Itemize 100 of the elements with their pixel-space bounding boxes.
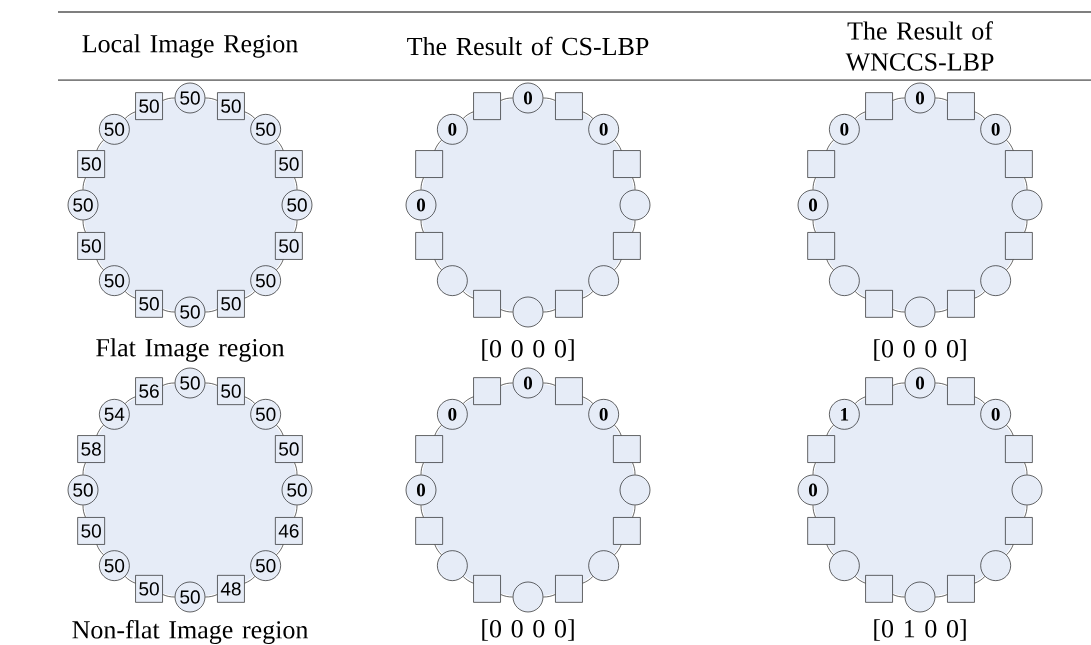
square-node	[865, 575, 893, 603]
connector-line	[294, 462, 298, 475]
connector-line	[124, 291, 136, 299]
connector-line	[434, 424, 442, 436]
circle-node: 50	[281, 189, 313, 221]
circle-node	[1011, 189, 1043, 221]
square-node: 50	[77, 150, 105, 178]
square-node	[473, 377, 501, 405]
circle-node: 0	[405, 189, 437, 221]
square-node	[555, 377, 583, 405]
circle-node	[512, 296, 544, 328]
connector-line	[582, 111, 594, 119]
connector-line	[462, 291, 474, 299]
connector-line	[543, 97, 556, 101]
square-node	[807, 435, 835, 463]
connector-line	[205, 97, 218, 101]
circle-node: 0	[512, 82, 544, 114]
square-node	[613, 150, 641, 178]
square-node	[555, 92, 583, 120]
connector-line	[420, 177, 424, 190]
connector-line	[826, 424, 834, 436]
connector-line	[1024, 177, 1028, 190]
square-node	[807, 232, 835, 260]
square-node	[415, 150, 443, 178]
connector-line	[614, 544, 622, 556]
caption-text: [0 0 0 0]	[482, 619, 574, 641]
circle-node	[588, 550, 619, 581]
square-node	[473, 575, 501, 603]
circle-node: 50	[250, 399, 281, 430]
connector-line	[96, 139, 104, 151]
circle-node: 50	[281, 474, 313, 506]
connector-line	[244, 291, 256, 299]
connector-line	[812, 220, 816, 233]
connector-line	[276, 424, 284, 436]
circle-node: 50	[99, 550, 130, 581]
connector-line	[543, 594, 556, 598]
circle-node: 0	[588, 114, 619, 145]
connector-line	[632, 462, 636, 475]
square-node	[1005, 517, 1033, 545]
square-node	[613, 232, 641, 260]
circle-node	[619, 474, 651, 506]
connector-line	[434, 544, 442, 556]
connector-line	[974, 396, 986, 404]
square-node	[865, 92, 893, 120]
connector-line	[854, 396, 866, 404]
square-node	[415, 232, 443, 260]
connector-line	[582, 396, 594, 404]
circle-node: 50	[174, 367, 206, 399]
square-node: 50	[135, 92, 163, 120]
square-node	[947, 575, 975, 603]
square-node	[1005, 232, 1033, 260]
connector-line	[614, 139, 622, 151]
caption-text: Flat Image region	[96, 338, 285, 362]
square-node: 58	[77, 435, 105, 463]
connector-line	[543, 382, 556, 386]
square-node: 48	[217, 575, 245, 603]
circle-node: 54	[99, 399, 130, 430]
circle-node: 0	[904, 82, 936, 114]
connector-line	[294, 505, 298, 518]
connector-line	[124, 396, 136, 404]
connector-line	[500, 309, 513, 313]
square-node: 46	[275, 517, 303, 545]
connector-line	[244, 396, 256, 404]
connector-line	[244, 111, 256, 119]
square-node	[555, 575, 583, 603]
square-node	[807, 150, 835, 178]
connector-line	[1006, 259, 1014, 271]
connector-line	[974, 576, 986, 584]
circle-node: 0	[797, 189, 829, 221]
circle-node: 0	[512, 367, 544, 399]
square-node: 50	[135, 575, 163, 603]
square-node	[415, 435, 443, 463]
connector-line	[1006, 424, 1014, 436]
connector-line	[974, 291, 986, 299]
circle-node: 50	[99, 114, 130, 145]
square-node	[415, 517, 443, 545]
connector-line	[500, 382, 513, 386]
circle-node: 50	[99, 265, 130, 296]
circle-node	[437, 550, 468, 581]
connector-line	[82, 505, 86, 518]
square-node	[1005, 435, 1033, 463]
connector-line	[1024, 505, 1028, 518]
square-node: 56	[135, 377, 163, 405]
connector-line	[582, 576, 594, 584]
circle-node	[904, 296, 936, 328]
connector-line	[420, 505, 424, 518]
connector-line	[162, 594, 175, 598]
connector-line	[96, 544, 104, 556]
circle-node: 1	[829, 399, 860, 430]
square-node: 50	[217, 92, 245, 120]
square-node	[947, 290, 975, 318]
connector-line	[826, 544, 834, 556]
connector-line	[614, 259, 622, 271]
connector-line	[434, 139, 442, 151]
square-node	[947, 377, 975, 405]
square-node	[613, 517, 641, 545]
connector-line	[826, 139, 834, 151]
circle-node: 50	[250, 550, 281, 581]
connector-line	[826, 259, 834, 271]
circle-node: 50	[250, 114, 281, 145]
